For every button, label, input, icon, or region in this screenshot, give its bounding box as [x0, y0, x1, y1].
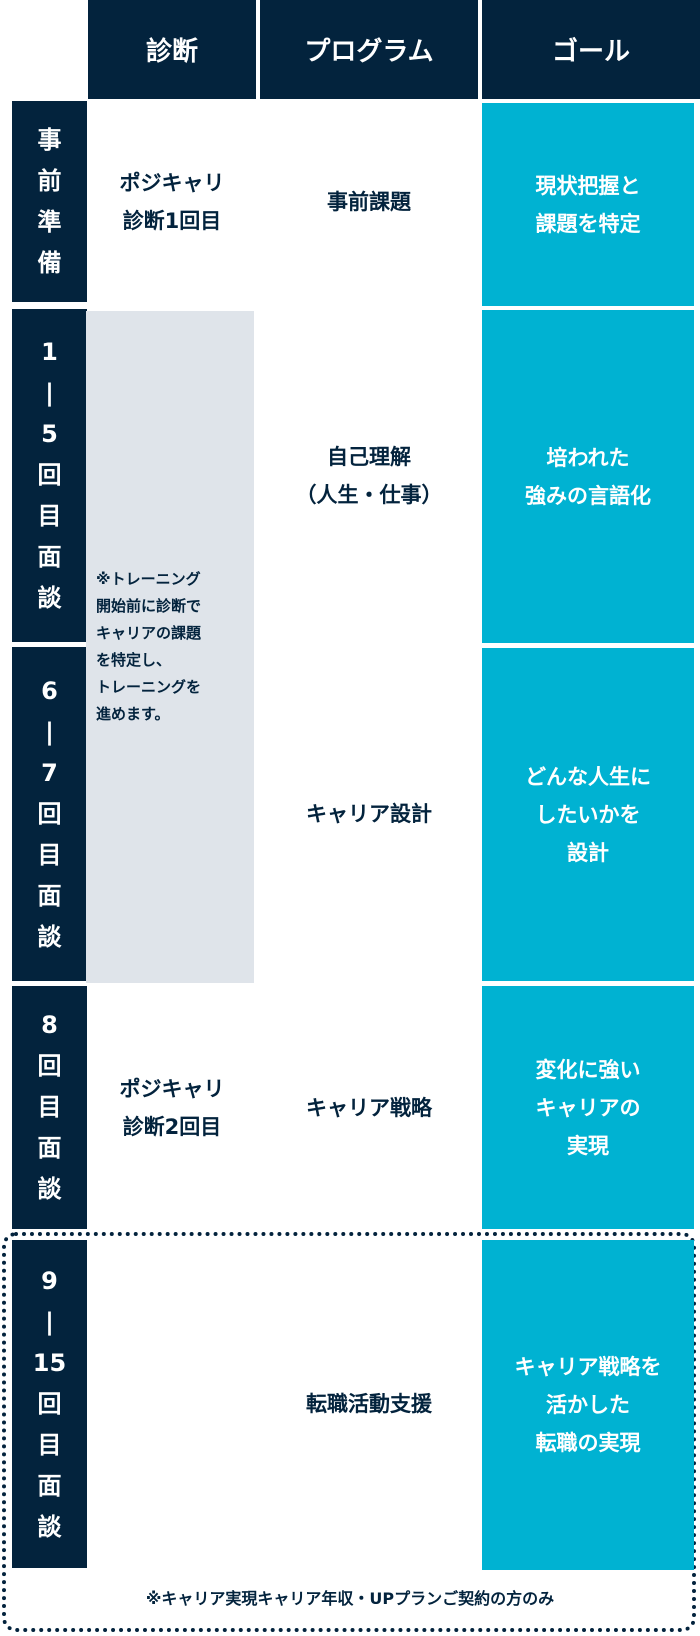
program-job-change-support: 転職活動支援: [306, 1392, 432, 1416]
optional-plan-border: [2, 1232, 696, 1632]
header-program: プログラム: [260, 0, 478, 99]
row-label-session-8: 8 回 目 面 談: [12, 986, 87, 1229]
goal-preparation: 現状把握と 課題を特定: [482, 103, 694, 306]
row-label-text: 9 | 15 回 目 面 談: [32, 1266, 67, 1541]
row-label-text: 6 | 7 回 目 面 談: [37, 676, 62, 951]
goal-career-design: どんな人生に したいかを 設計: [482, 648, 694, 981]
goal-job-change: キャリア戦略を 活かした 転職の実現: [482, 1240, 694, 1570]
diagnosis-note: ※トレーニング 開始前に診断で キャリアの課題 を特定し、 トレーニングを 進め…: [96, 570, 202, 723]
header-goal: ゴール: [482, 0, 700, 99]
row-label-text: 事 前 準 備: [37, 125, 62, 277]
row-label-text: 8 回 目 面 談: [37, 1011, 62, 1203]
row-label-text: 1 | 5 回 目 面 談: [37, 338, 62, 612]
program-preparation: 事前課題: [327, 189, 411, 214]
row-label-sessions-6-7: 6 | 7 回 目 面 談: [12, 647, 87, 981]
footnote: ※キャリア実現キャリア年収・UPプランご契約の方のみ: [145, 1589, 555, 1608]
row-label-preparation: 事 前 準 備: [12, 101, 87, 302]
row-label-sessions-1-5: 1 | 5 回 目 面 談: [12, 309, 87, 642]
program-self-understanding: 自己理解 （人生・仕事）: [295, 444, 443, 507]
program-career-strategy: キャリア戦略: [306, 1095, 432, 1120]
row-label-sessions-9-15: 9 | 15 回 目 面 談: [12, 1240, 87, 1568]
goal-self-understanding: 培われた 強みの言語化: [482, 310, 694, 643]
diagnosis-second: ポジキャリ 診断2回目: [119, 1076, 225, 1139]
diagnosis-note-box: ※トレーニング 開始前に診断で キャリアの課題 を特定し、 トレーニングを 進め…: [86, 311, 254, 983]
header-diagnosis: 診断: [88, 0, 256, 99]
goal-career-strategy: 変化に強い キャリアの 実現: [482, 986, 694, 1229]
diagnosis-first: ポジキャリ 診断1回目: [119, 170, 225, 233]
program-career-design: キャリア設計: [306, 802, 432, 826]
